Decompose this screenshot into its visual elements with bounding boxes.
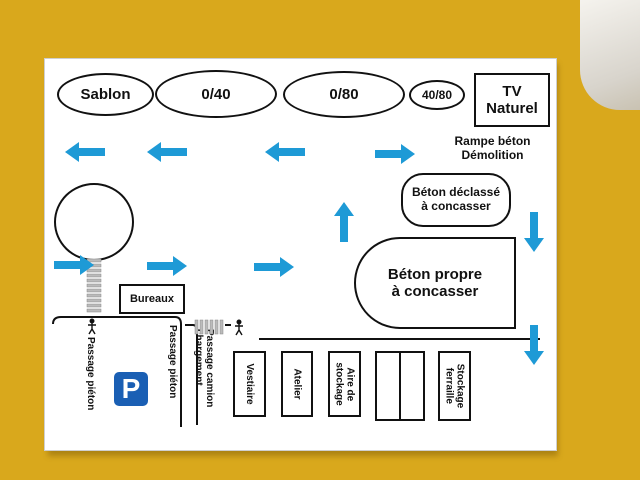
zone-tv-naturel-label: TV Naturel <box>486 82 538 117</box>
zone-sablon-label: Sablon <box>80 86 131 103</box>
parking-icon: P <box>114 372 148 406</box>
arrow-icon <box>524 212 544 252</box>
zone-beton-declasse-label: Béton déclassé à concasser <box>411 185 501 213</box>
plastic-bag <box>580 0 640 110</box>
passage-pieton-right: Passage piéton <box>167 325 178 399</box>
zone-0-40: 0/40 <box>155 70 277 118</box>
arrow-icon <box>524 325 544 365</box>
zone-aire-stockage: Aire de stockage <box>328 351 361 417</box>
zone-sablon: Sablon <box>57 73 154 116</box>
zone-0-80-label: 0/80 <box>329 86 359 103</box>
boundary-lines <box>52 316 540 427</box>
arrow-icon <box>254 257 294 277</box>
zone-vestiaire-label: Vestiaire <box>244 363 255 405</box>
arrow-icon <box>375 144 415 164</box>
site-plan-lines <box>52 142 544 427</box>
zone-atelier: Atelier <box>281 351 313 417</box>
zone-beton-declasse: Béton déclassé à concasser <box>401 173 511 227</box>
zone-stockage-ferraille-label: Stockage ferraille <box>443 363 466 409</box>
zone-aire-stockage-label: Aire de stockage <box>333 362 356 406</box>
zone-beton-propre: Béton propre à concasser <box>354 237 516 329</box>
parking-label: P <box>121 373 141 404</box>
pedestrian-icon <box>88 318 96 335</box>
arrow-icon <box>65 142 105 162</box>
zone-stockage-ferraille: Stockage ferraille <box>438 351 471 421</box>
arrow-icon <box>147 142 187 162</box>
zone-atelier-label: Atelier <box>291 368 303 400</box>
zone-0-80: 0/80 <box>283 71 405 118</box>
zone-bureaux: Bureaux <box>119 284 185 314</box>
zone-40-80: 40/80 <box>409 80 465 110</box>
zone-bureaux-label: Bureaux <box>129 293 175 305</box>
zone-tv-naturel: TV Naturel <box>474 73 550 127</box>
zone-0-40-label: 0/40 <box>201 85 231 103</box>
pedestrian-icon <box>235 319 243 336</box>
arrow-icon <box>334 202 354 242</box>
arrow-icon <box>147 256 187 276</box>
zone-beton-propre-label: Béton propre à concasser <box>387 265 483 300</box>
crosswalk-icon <box>194 319 224 335</box>
zone-40-80-label: 40/80 <box>421 88 453 102</box>
zone-rampe-demolition: Rampe béton Démolition <box>454 134 531 162</box>
zone-vestiaire: Vestiaire <box>233 351 266 417</box>
passage-pieton-left: Passage piéton <box>85 337 96 411</box>
site-plan-sign: Sablon 0/40 0/80 40/80 TV Naturel Rampe … <box>44 58 557 451</box>
crosswalk-icon <box>86 258 102 313</box>
passage-camion-chargement: Passage camion chargement <box>193 329 215 408</box>
arrow-icon <box>265 142 305 162</box>
